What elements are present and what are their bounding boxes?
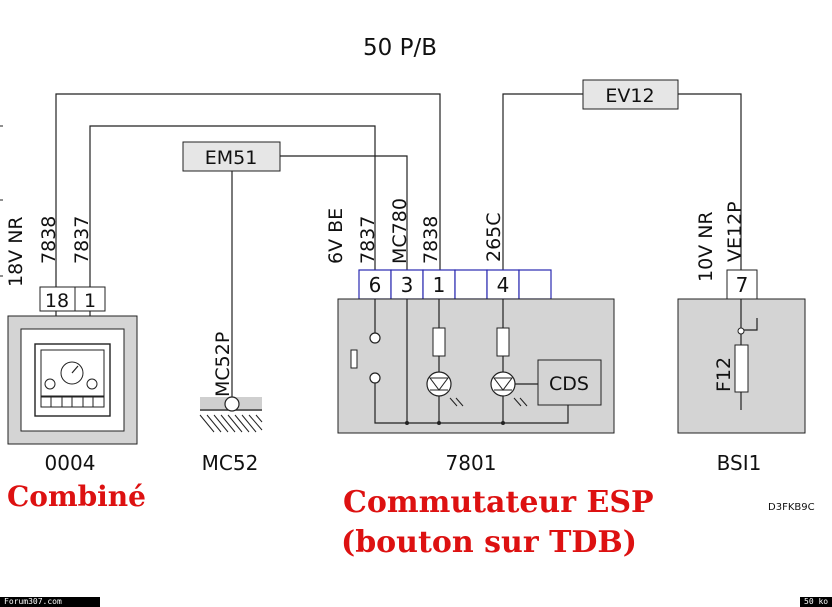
label-mc52p: MC52P [212, 332, 234, 397]
led-resistor-icon-2 [490, 327, 538, 423]
wires [55, 93, 742, 397]
wire-7838 [55, 93, 441, 287]
bsi-code: BSI1 [717, 451, 762, 475]
em51-label: EM51 [205, 147, 258, 169]
wire-mc780 [280, 155, 408, 270]
combine-pin-1: 1 [84, 290, 96, 312]
connector-em51: EM51 [182, 141, 281, 172]
fuse-f12-label: F12 [713, 357, 735, 392]
label-6v-be: 6V BE [325, 208, 347, 264]
footer-size: 50 ko [804, 597, 829, 606]
ground-terminal-icon [224, 396, 240, 412]
diagram-title: 50 P/B [363, 35, 437, 61]
push-switch-icon [350, 332, 381, 384]
ground-code: MC52 [202, 451, 259, 475]
label-esp-7838: 7838 [420, 216, 442, 264]
bsi-pin-7: 7 [736, 273, 749, 297]
ev12-label: EV12 [605, 85, 654, 107]
connector-ev12: EV12 [582, 79, 679, 110]
combine-code: 0004 [45, 451, 96, 475]
cds-block: CDS [537, 359, 602, 406]
footer-site: Forum307.com [4, 597, 62, 606]
label-265c: 265C [483, 212, 505, 262]
label-ve12p: VE12P [724, 201, 746, 262]
wire-7837 [89, 125, 376, 287]
label-10v-nr: 10V NR [695, 211, 717, 282]
fuse-icon [734, 299, 758, 410]
footer-left: Forum307.com [0, 597, 100, 607]
esp-pin-3: 3 [401, 273, 414, 297]
esp-pins: 6 3 1 4 [358, 269, 552, 300]
combine-pin-18: 18 [45, 290, 69, 312]
esp-caption-line2: (bouton sur TDB) [341, 525, 637, 560]
label-comb-7838: 7838 [38, 216, 60, 264]
esp-pin-1: 1 [433, 273, 446, 297]
component-combine: 18 1 0004 Combiné [7, 286, 146, 513]
esp-pin-4: 4 [497, 273, 510, 297]
cds-label: CDS [549, 373, 589, 395]
component-ground-mc52: MC52 [199, 396, 263, 475]
label-mc780: MC780 [389, 198, 411, 264]
wire-ve12p [678, 93, 742, 270]
wire-265c [502, 93, 583, 270]
esp-code: 7801 [446, 451, 497, 475]
label-comb-7837: 7837 [71, 216, 93, 264]
led-resistor-icon-1 [426, 327, 464, 423]
label-18v-nr: 18V NR [5, 216, 27, 287]
footer-right: 50 ko [800, 597, 832, 607]
wire-labels: 18V NR 7838 7837 MC52P 6V BE 7837 MC780 … [5, 198, 746, 397]
reference-code: D3FKB9C [768, 502, 815, 513]
combine-caption: Combiné [7, 480, 146, 513]
combine-pins: 18 1 [39, 286, 106, 312]
margin-ticks [0, 125, 3, 277]
component-bsi: 7 F12 BSI1 [677, 269, 806, 475]
esp-caption-line1: Commutateur ESP [343, 485, 654, 520]
gauge-icon [40, 349, 105, 408]
label-esp-7837: 7837 [357, 216, 379, 264]
component-esp-switch: 6 3 1 4 [337, 269, 654, 560]
esp-pin-6: 6 [369, 273, 382, 297]
